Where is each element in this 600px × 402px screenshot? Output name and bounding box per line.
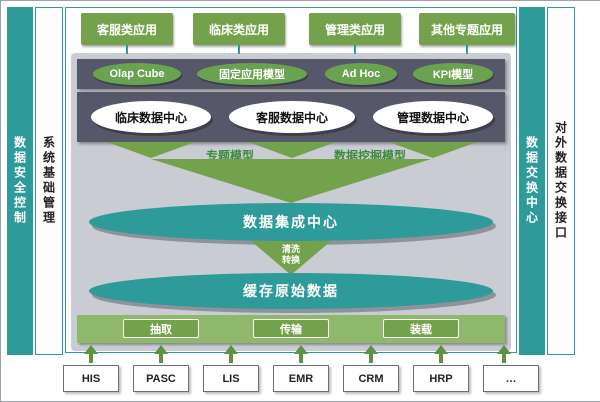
connector-line — [126, 45, 128, 54]
arrow-stem — [229, 354, 233, 363]
arrow-stem — [502, 354, 506, 363]
pillar-data-security-label: 数据安全控制 — [12, 136, 27, 226]
arrow-stem — [369, 354, 373, 363]
data-center-clinical: 临床数据中心 — [91, 101, 211, 133]
funnel-triangle — [107, 142, 195, 158]
up-arrow — [294, 345, 308, 363]
arrow-head — [434, 345, 448, 354]
arrow-stem — [159, 354, 163, 363]
arrow-stem — [439, 354, 443, 363]
up-arrow — [154, 345, 168, 363]
arrow-head — [154, 345, 168, 354]
source-box-more: … — [483, 365, 539, 392]
pillar-exchange-center-label: 数据交换中心 — [524, 136, 539, 226]
app-box-customer-service: 客服类应用 — [81, 13, 173, 45]
data-center-management: 管理数据中心 — [373, 101, 493, 133]
arrow-stem — [299, 354, 303, 363]
etl-step-transfer: 传输 — [253, 319, 329, 338]
pillar-external-interface: 对外数据交换接口 — [547, 7, 575, 355]
source-box-his: HIS — [63, 365, 119, 392]
arrow-head — [364, 345, 378, 354]
olap-ellipse-kpi: KPI模型 — [413, 63, 493, 85]
up-arrow — [497, 345, 511, 363]
up-arrow — [84, 345, 98, 363]
data-center-customer: 客服数据中心 — [229, 101, 355, 133]
up-arrow — [434, 345, 448, 363]
connector-line — [354, 45, 356, 54]
arrow-head — [497, 345, 511, 354]
app-box-other-topics: 其他专题应用 — [419, 13, 515, 45]
funnel-triangle — [248, 142, 336, 158]
pillar-system-admin-label: 系统基础管理 — [41, 136, 56, 226]
olap-ellipse-cube: Olap Cube — [93, 63, 181, 85]
source-box-pasc: PASC — [133, 365, 189, 392]
pillar-exchange-center: 数据交换中心 — [519, 7, 545, 355]
app-box-clinical: 临床类应用 — [193, 13, 285, 45]
source-box-crm: CRM — [343, 365, 399, 392]
arrow-stem — [89, 354, 93, 363]
integration-center-ellipse: 数据集成中心 — [89, 203, 493, 241]
etl-step-extract: 抽取 — [123, 319, 199, 338]
cleanse-label: 清洗 — [281, 244, 300, 254]
pillar-data-security: 数据安全控制 — [7, 7, 33, 355]
source-box-lis: LIS — [203, 365, 259, 392]
transform-label: 转换 — [281, 255, 300, 265]
app-box-management: 管理类应用 — [309, 13, 401, 45]
arrow-head — [294, 345, 308, 354]
merge-triangle — [151, 159, 431, 203]
olap-ellipse-adhoc: Ad Hoc — [325, 63, 397, 85]
pillar-external-interface-label: 对外数据交换接口 — [553, 121, 568, 241]
cleanse-funnel-triangle — [251, 241, 331, 275]
arrow-head — [224, 345, 238, 354]
source-box-hrp: HRP — [413, 365, 469, 392]
connector-line — [238, 45, 240, 54]
up-arrow — [224, 345, 238, 363]
etl-step-load: 装载 — [383, 319, 459, 338]
up-arrow — [364, 345, 378, 363]
olap-ellipse-fixed-model: 固定应用模型 — [197, 63, 307, 85]
staging-ellipse: 缓存原始数据 — [89, 273, 493, 309]
arrow-head — [84, 345, 98, 354]
source-box-emr: EMR — [273, 365, 329, 392]
connector-line — [466, 45, 468, 54]
funnel-triangle — [389, 142, 477, 158]
pillar-system-admin: 系统基础管理 — [35, 7, 63, 355]
